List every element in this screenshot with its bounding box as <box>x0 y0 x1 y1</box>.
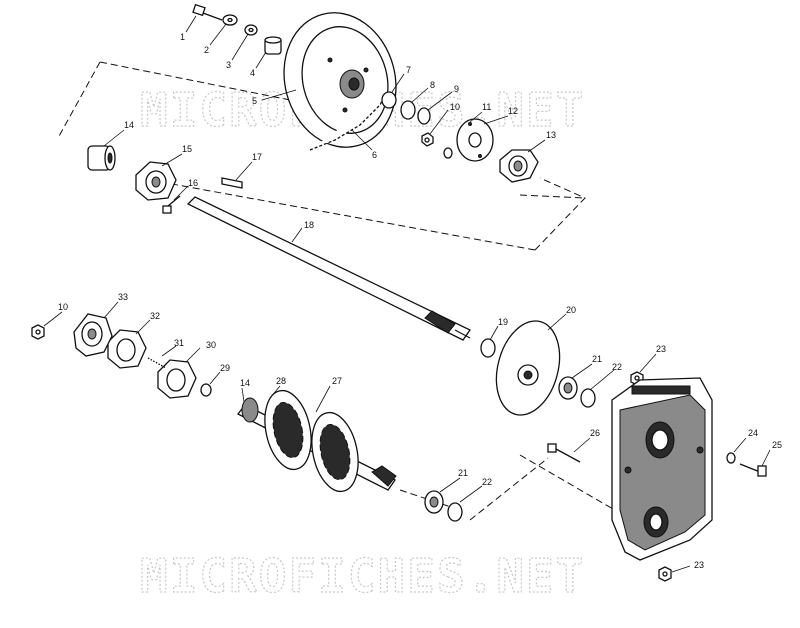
part-21-bearing-upper[interactable] <box>558 376 578 400</box>
callout-24: 24 <box>748 428 758 438</box>
assembly-outline-upper <box>57 61 586 251</box>
part-1-bolt[interactable] <box>192 3 223 21</box>
callout-4: 4 <box>250 68 255 78</box>
part-6-chain[interactable] <box>309 94 386 151</box>
callout-17: 17 <box>252 152 262 162</box>
part-3-washer[interactable] <box>244 24 258 36</box>
callout-11: 11 <box>482 102 491 112</box>
callout-21-lower: 21 <box>458 468 468 478</box>
part-24-washer[interactable] <box>726 452 736 464</box>
callout-7: 7 <box>406 65 411 75</box>
watermark-bottom: MICROFICHES.NET <box>140 549 585 603</box>
callout-23-lower: 23 <box>694 560 704 570</box>
part-30-bearing-flange[interactable] <box>157 359 197 399</box>
callout-27: 27 <box>332 376 342 386</box>
part-27-28-drive-sprockets[interactable] <box>237 386 397 495</box>
part-31-spring[interactable] <box>147 357 167 369</box>
callout-9: 9 <box>454 84 459 94</box>
part-18-shaft[interactable] <box>186 196 471 341</box>
part-washer-small[interactable] <box>443 147 453 159</box>
part-13-bearing-flange[interactable] <box>499 149 539 183</box>
callout-2: 2 <box>204 45 209 55</box>
callout-21-upper: 21 <box>592 354 602 364</box>
callout-30: 30 <box>206 340 216 350</box>
callout-15: 15 <box>182 144 192 154</box>
callout-1: 1 <box>180 32 185 42</box>
callout-29: 29 <box>220 363 230 373</box>
callout-16: 16 <box>188 178 198 188</box>
part-16-bolt[interactable] <box>162 195 181 214</box>
callout-25: 25 <box>772 440 782 450</box>
part-19-seal-ring[interactable] <box>480 338 496 358</box>
part-8-ring[interactable] <box>400 100 416 120</box>
part-22-seal-upper[interactable] <box>580 388 596 408</box>
callout-23-upper: 23 <box>656 344 666 354</box>
part-26-bolt[interactable] <box>547 443 581 463</box>
part-23-nut-lower[interactable] <box>658 566 672 582</box>
chaincase-housing[interactable] <box>611 377 713 561</box>
callout-labels: 1 2 3 4 5 6 7 8 9 10 11 12 13 14 15 16 1… <box>58 32 782 570</box>
leader-lines <box>43 15 771 573</box>
part-10-nut-lower[interactable] <box>31 324 45 340</box>
callout-32: 32 <box>150 311 160 321</box>
part-22-seal-lower[interactable] <box>447 502 463 522</box>
assembly-outline-lower <box>399 454 633 521</box>
part-29-spacer[interactable] <box>200 383 212 397</box>
callout-22-lower: 22 <box>482 477 492 487</box>
part-20-brake-disc[interactable] <box>487 314 570 422</box>
part-9-ring[interactable] <box>417 107 431 125</box>
callout-18: 18 <box>304 220 314 230</box>
callout-14-upper: 14 <box>124 120 134 130</box>
callout-14-lower: 14 <box>240 378 250 388</box>
part-10-nut-upper[interactable] <box>421 132 434 147</box>
part-11-plate[interactable] <box>456 118 494 162</box>
callout-6: 6 <box>372 150 377 160</box>
callout-8: 8 <box>430 80 435 90</box>
part-15-bearing-flange[interactable] <box>135 161 177 201</box>
callout-22-upper: 22 <box>612 362 622 372</box>
part-7-ring[interactable] <box>381 91 397 109</box>
callout-5: 5 <box>252 96 257 106</box>
part-21-bearing-lower[interactable] <box>424 490 444 514</box>
callout-10-lower: 10 <box>58 302 68 312</box>
callout-10-upper: 10 <box>450 102 460 112</box>
part-33-bearing-flange[interactable] <box>73 313 113 357</box>
callout-26: 26 <box>590 428 600 438</box>
callout-31: 31 <box>174 338 184 348</box>
callout-12: 12 <box>508 106 518 116</box>
callout-19: 19 <box>498 317 508 327</box>
part-17-key[interactable] <box>221 177 243 189</box>
callout-13: 13 <box>546 130 556 140</box>
callout-28: 28 <box>276 376 286 386</box>
part-2-washer[interactable] <box>222 14 238 26</box>
part-14-bearing-upper[interactable] <box>87 145 116 171</box>
callout-3: 3 <box>226 60 231 70</box>
callout-20: 20 <box>566 305 576 315</box>
part-4-bushing[interactable] <box>264 36 282 55</box>
callout-33: 33 <box>118 292 128 302</box>
part-32-gasket[interactable] <box>107 329 147 369</box>
